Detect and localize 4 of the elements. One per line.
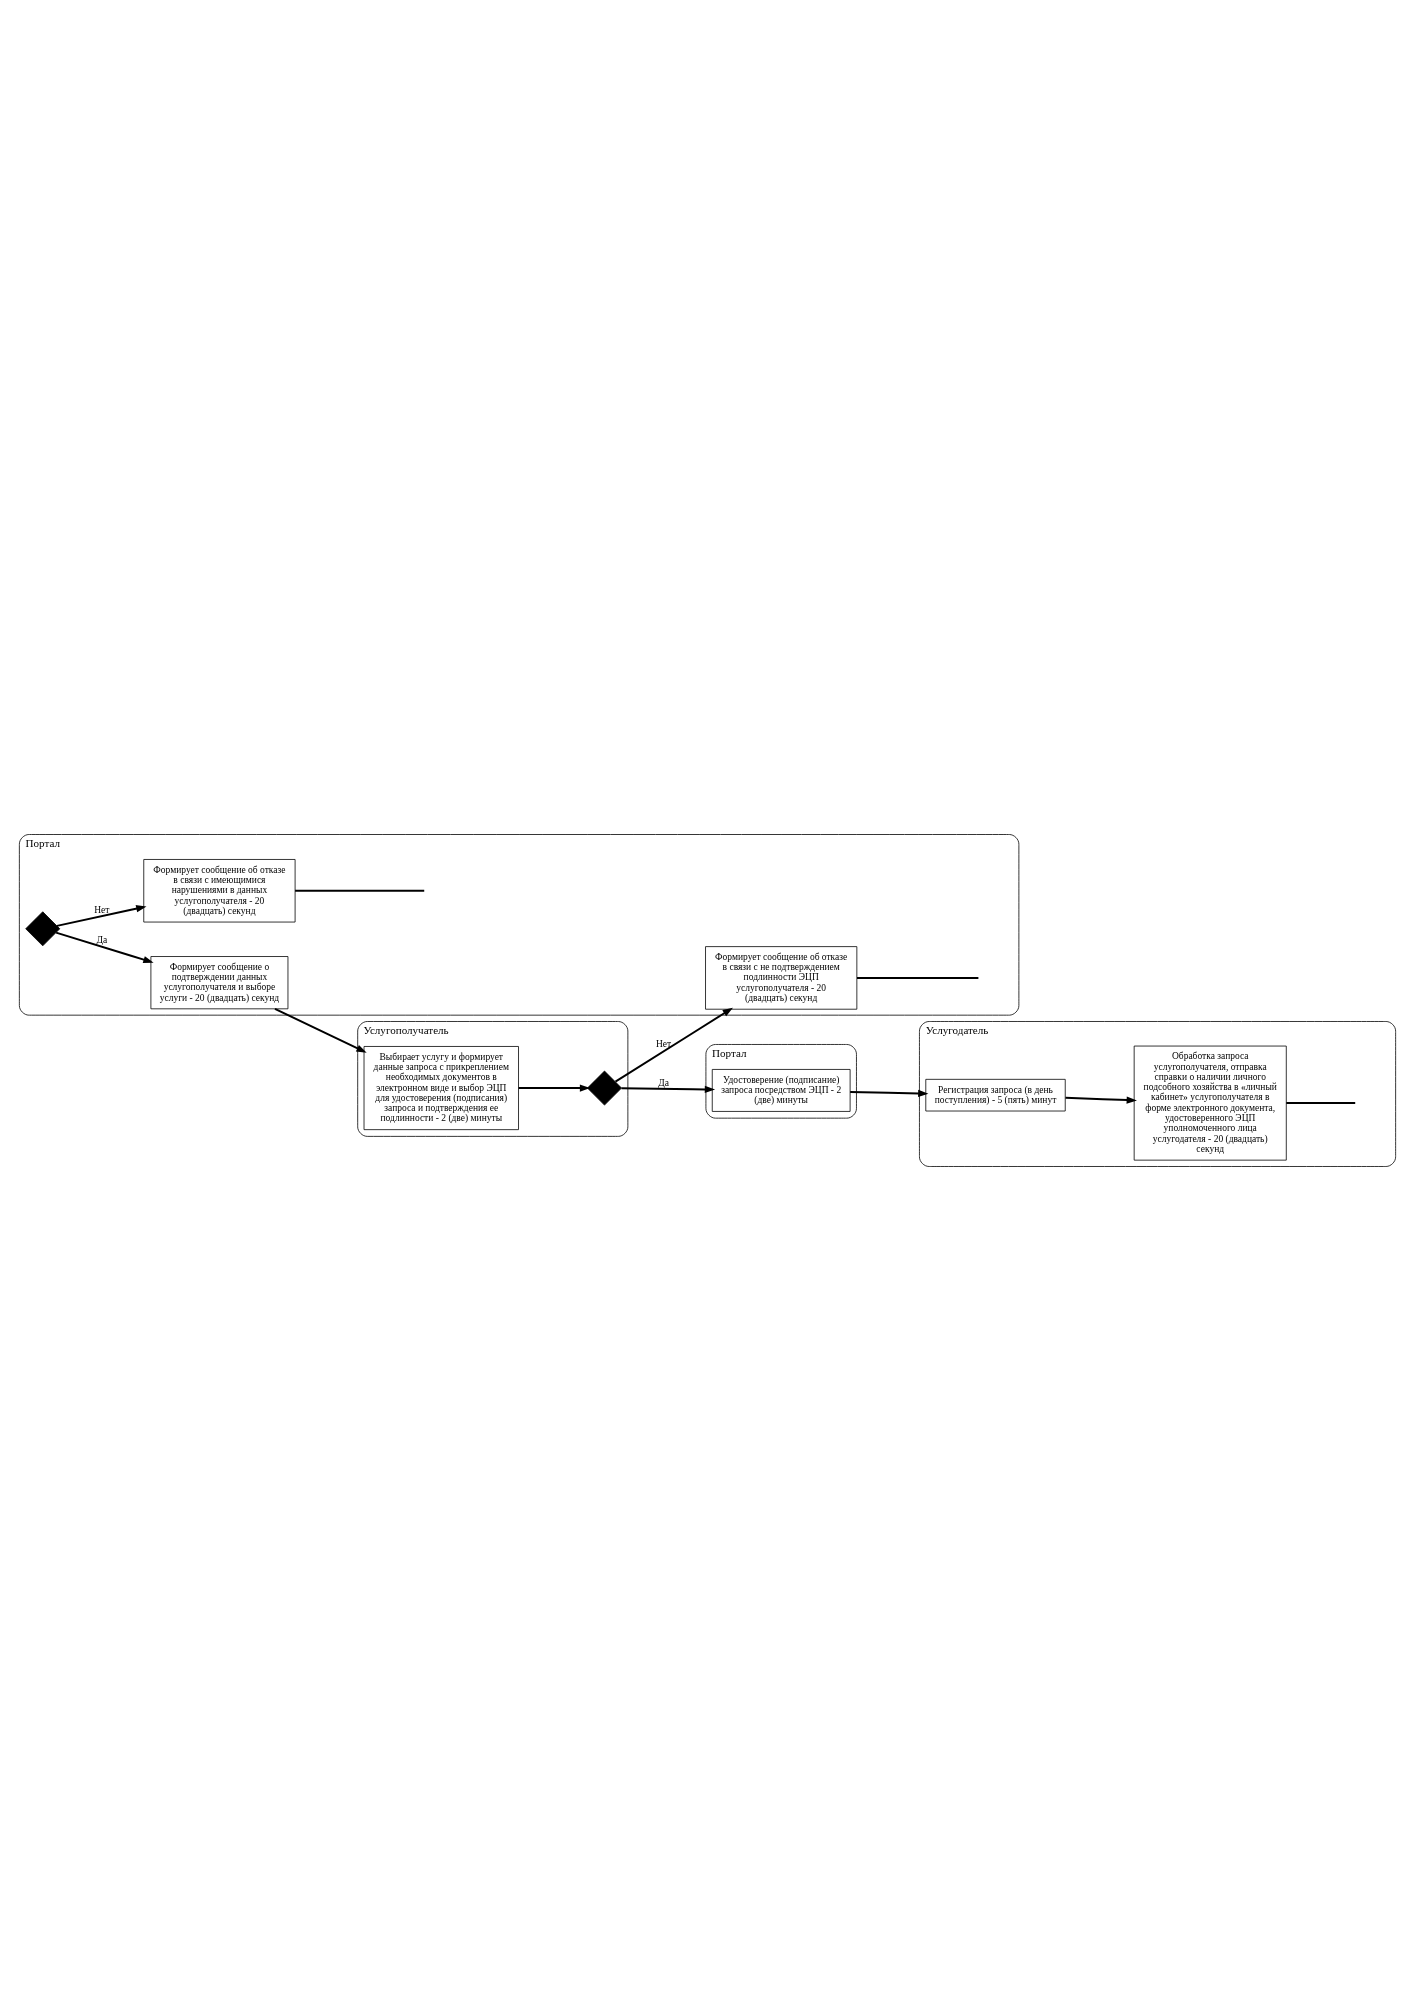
edge-label: Да: [658, 1077, 669, 1088]
edge-label: Нет: [655, 1038, 672, 1049]
edge-label: Нет: [94, 904, 110, 915]
edge-label: Да: [96, 934, 108, 945]
